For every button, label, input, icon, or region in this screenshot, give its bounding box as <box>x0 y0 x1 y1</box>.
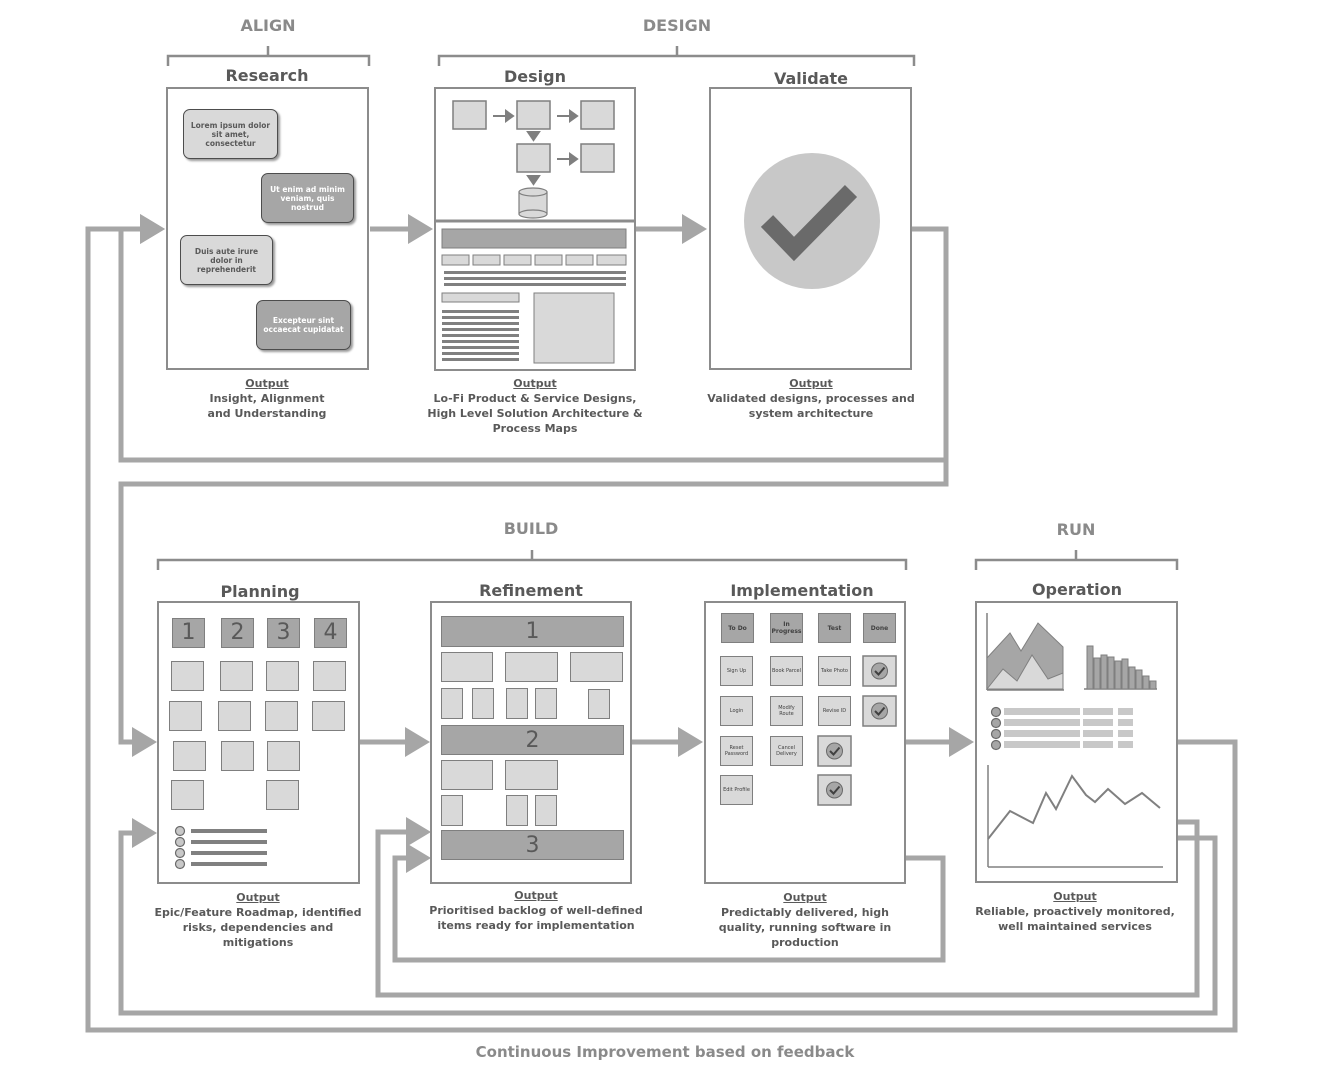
footer-caption: Continuous Improvement based on feedback <box>475 1043 855 1061</box>
output-text-planning: Epic/Feature Roadmap, identified risks, … <box>154 906 362 949</box>
backlog-item <box>505 760 558 790</box>
roadmap-item <box>312 701 345 731</box>
bracket-align <box>166 46 371 66</box>
kanban-card: Cancel Delivery <box>770 736 803 766</box>
kanban-column-header: In Progress <box>770 613 803 643</box>
output-text-operation: Reliable, proactively monitored, well ma… <box>975 905 1175 933</box>
operation-card <box>975 601 1178 883</box>
backlog-item <box>570 652 623 682</box>
kanban-card: Book Parcel <box>770 656 803 686</box>
loop-implementation-to-refinement <box>392 843 946 963</box>
phase-build: BUILD <box>503 519 559 538</box>
output-text-implementation: Predictably delivered, high quality, run… <box>718 906 892 949</box>
kanban-card: Take Photo <box>818 656 851 686</box>
output-label-research: Output <box>245 377 289 390</box>
kanban-card: Login <box>720 696 753 726</box>
kanban-column-header: Done <box>863 613 896 643</box>
roadmap-item <box>171 780 204 810</box>
backlog-epic-bar: 2 <box>441 725 624 755</box>
roadmap-item <box>221 741 254 771</box>
output-label-validate: Output <box>789 377 833 390</box>
roadmap-item <box>173 741 206 771</box>
refinement-card: 1 2 3 <box>430 601 632 884</box>
output-label-planning: Output <box>236 891 280 904</box>
bracket-run <box>974 550 1179 570</box>
output-text-validate: Validated designs, processes and system … <box>707 392 915 420</box>
wireframe-illustration <box>436 100 634 364</box>
roadmap-item <box>266 661 299 691</box>
backlog-epic-bar: 1 <box>441 616 624 647</box>
phase-align: ALIGN <box>240 16 296 35</box>
roadmap-number: 2 <box>221 618 254 648</box>
checkmark-icon <box>744 153 880 289</box>
stage-title-validate: Validate <box>773 69 849 88</box>
backlog-item <box>535 795 557 826</box>
bracket-design <box>437 46 916 66</box>
kanban-card: Sign Up <box>720 656 753 686</box>
output-text-research: Insight, Alignment and Understanding <box>207 392 327 420</box>
done-checkmarks <box>817 655 897 806</box>
kanban-card: Revise ID <box>818 696 851 726</box>
speech-bubble: Duis aute irure dolor in reprehenderit <box>180 235 273 285</box>
loop-operation-to-refinement <box>375 817 1200 998</box>
output-label-design: Output <box>513 377 557 390</box>
roadmap-item <box>267 741 300 771</box>
output-label-operation: Output <box>1053 890 1097 903</box>
bracket-build <box>156 550 908 570</box>
roadmap-number: 1 <box>172 618 205 648</box>
stage-title-planning: Planning <box>220 582 300 601</box>
roadmap-number: 4 <box>314 618 347 648</box>
backlog-epic-bar: 3 <box>441 830 624 860</box>
stage-title-research: Research <box>225 66 309 85</box>
backlog-item <box>588 689 610 719</box>
speech-bubble: Ut enim ad minim veniam, quis nostrud <box>261 173 354 223</box>
design-card <box>434 87 636 371</box>
backlog-item <box>506 795 528 826</box>
roadmap-item <box>265 701 298 731</box>
arrow-to-planning <box>118 460 949 757</box>
roadmap-item <box>171 661 204 691</box>
implementation-card: To Do In Progress Test Done Sign Up Book… <box>704 601 906 884</box>
output-text-design: Lo-Fi Product & Service Designs, High Le… <box>427 392 643 435</box>
output-label-implementation: Output <box>783 891 827 904</box>
stage-title-refinement: Refinement <box>479 581 583 600</box>
kanban-column-header: Test <box>818 613 851 643</box>
roadmap-item <box>218 701 251 731</box>
backlog-item <box>505 652 558 682</box>
speech-bubble: Lorem ipsum dolor sit amet, consectetur <box>183 109 278 159</box>
stage-title-implementation: Implementation <box>730 581 874 600</box>
kanban-card: Reset Password <box>720 736 753 766</box>
validate-card <box>709 87 912 370</box>
phase-run: RUN <box>1056 520 1096 539</box>
loop-operation-to-research <box>85 214 1238 1033</box>
planning-card: 1 2 3 4 <box>157 601 360 884</box>
roadmap-item <box>169 701 202 731</box>
backlog-item <box>441 795 463 826</box>
output-label-refinement: Output <box>514 889 558 902</box>
kanban-card: Modify Route <box>770 696 803 726</box>
backlog-item <box>441 688 463 719</box>
output-text-refinement: Prioritised backlog of well-defined item… <box>429 904 643 932</box>
roadmap-item <box>266 780 299 810</box>
roadmap-item <box>220 661 253 691</box>
kanban-column-header: To Do <box>721 613 754 643</box>
backlog-item <box>535 688 557 719</box>
roadmap-item <box>313 661 346 691</box>
backlog-item <box>441 760 493 790</box>
backlog-item <box>472 688 494 719</box>
phase-design: DESIGN <box>642 16 712 35</box>
loop-operation-to-planning <box>118 818 1218 1016</box>
speech-bubble: Excepteur sint occaecat cupidatat <box>256 300 351 350</box>
backlog-item <box>441 652 493 682</box>
roadmap-number: 3 <box>267 618 300 648</box>
kanban-card: Edit Profile <box>720 775 753 805</box>
research-card: Lorem ipsum dolor sit amet, consectetur … <box>166 87 369 370</box>
stage-title-operation: Operation <box>1031 580 1123 599</box>
backlog-item <box>506 688 528 719</box>
monitoring-dashboard-illustration <box>985 613 1163 868</box>
stage-title-design: Design <box>504 67 566 86</box>
risk-list-icon <box>174 825 267 870</box>
